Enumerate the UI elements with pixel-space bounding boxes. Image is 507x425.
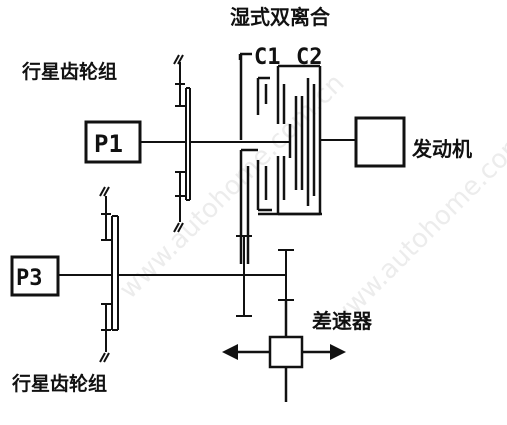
- planetary-gear-set-top-label: 行星齿轮组: [21, 60, 117, 83]
- motor-p1-label: P1: [94, 130, 123, 158]
- planetary-gear-set-bottom: [99, 186, 119, 363]
- engine-box: [354, 116, 406, 168]
- motor-p3-label: P3: [16, 266, 43, 291]
- motor-p3: P3: [10, 255, 60, 297]
- watermark-text: www.autohome.com.cn: [324, 98, 507, 335]
- engine-label: 发动机: [411, 137, 472, 161]
- left-axle-arrow-icon: [222, 344, 238, 360]
- motor-p1: P1: [84, 120, 142, 164]
- right-axle-arrow-icon: [330, 344, 346, 360]
- differential: [232, 300, 336, 402]
- clutch-c1-label: C1: [254, 45, 281, 70]
- planetary-gear-set-bottom-label: 行星齿轮组: [11, 372, 107, 395]
- wet-dual-clutch-label: 湿式双离合: [230, 5, 331, 29]
- differential-label: 差速器: [312, 309, 373, 333]
- planetary-gear-set-top: [173, 54, 191, 233]
